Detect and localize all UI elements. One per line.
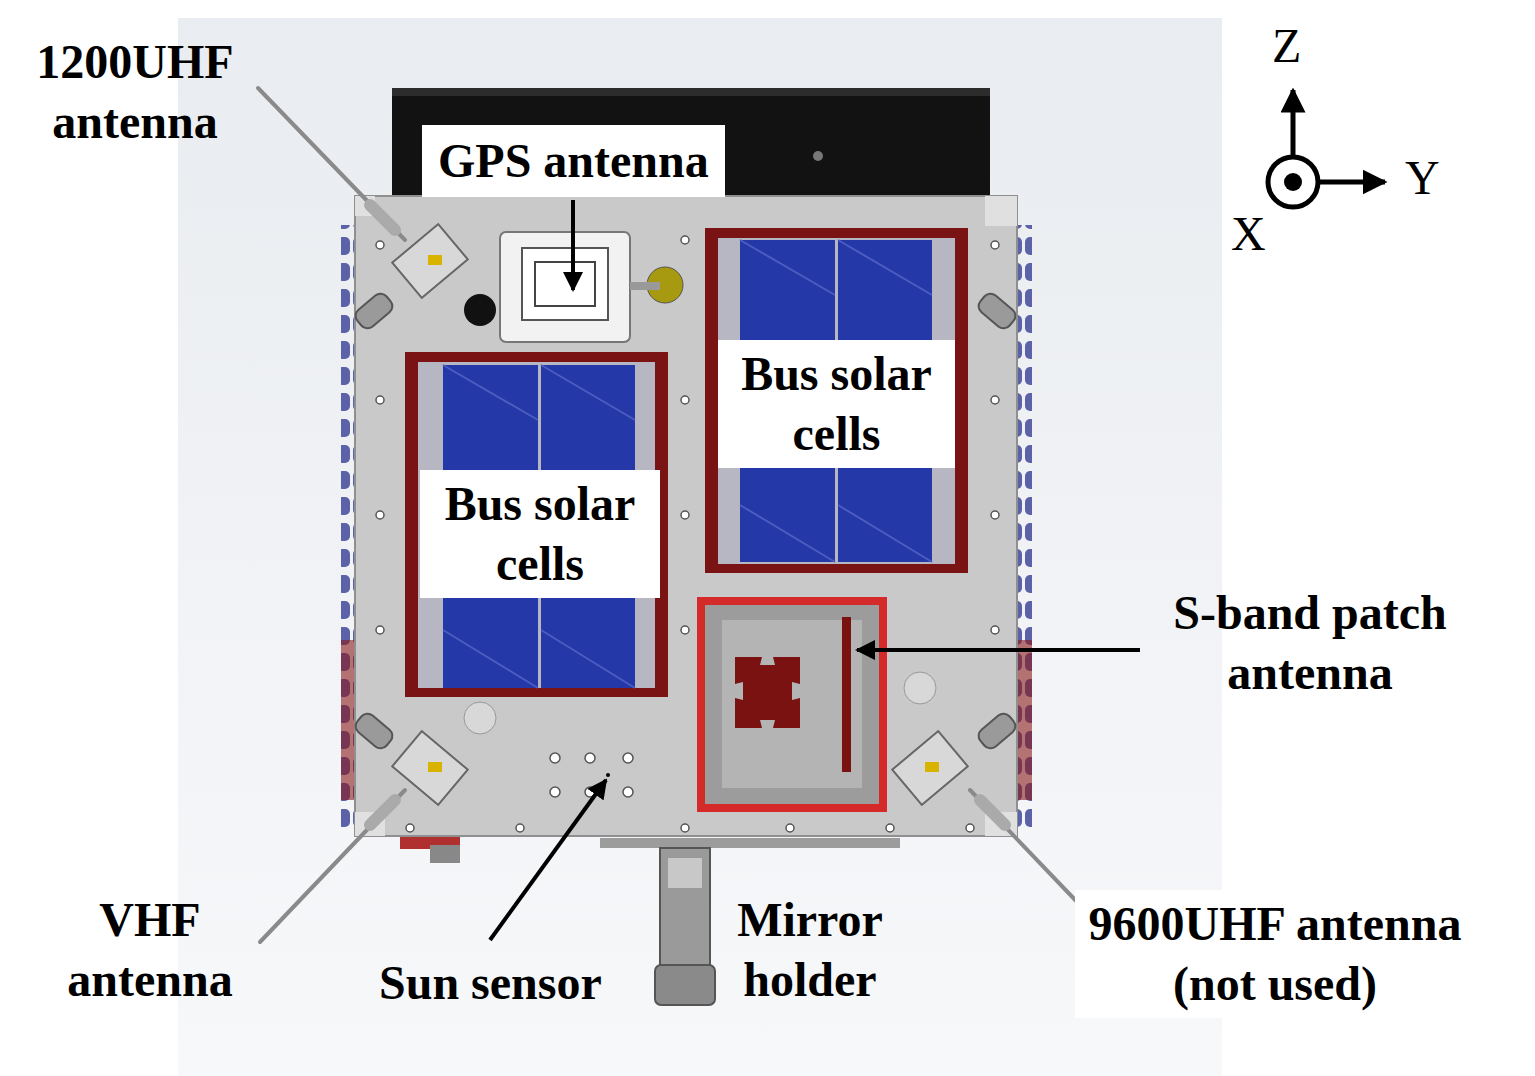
illustration-part [904,672,936,704]
illustration-part [585,753,595,763]
illustration-part [352,290,395,331]
illustration-part [258,88,405,240]
illustration-part [813,151,823,161]
illustration-part [516,824,524,832]
illustration-part [722,620,862,788]
illustration-part [1016,640,1032,800]
illustration-part [606,773,610,777]
illustration-part [370,800,395,825]
illustration-part [705,228,968,573]
illustration-part [464,294,496,326]
illustration-part [991,241,999,249]
illustration-part [623,753,633,763]
illustration-part [535,262,595,306]
mirror-holder-label: Mirror holder [700,890,920,1010]
illustration-part [464,702,496,734]
illustration-part [376,236,999,832]
illustration-part [886,824,894,832]
illustration-part [1284,173,1302,191]
illustration-part [392,88,990,200]
illustration-part [705,605,879,804]
illustration-part [975,290,1018,331]
illustration-part [697,597,887,812]
illustration-part [681,236,689,244]
antenna-label: 9600UHF antenna (not used) [1075,890,1475,1018]
illustration-part [376,396,384,404]
illustration-part [178,18,1222,1076]
illustration-part [260,790,405,942]
antenna-label: S-band patch antenna [1145,583,1475,703]
illustration-part [966,824,974,832]
illustration-part [352,710,395,751]
illustration-part [985,196,1017,226]
solar-cells-label: Bus solar cells [718,340,955,468]
illustration-part [392,224,968,805]
illustration-part [352,290,1018,751]
illustration-part [376,241,384,249]
illustration-part [490,780,606,940]
illustration-part [842,617,851,772]
illustration-part [655,965,715,1005]
illustration-part [991,396,999,404]
illustration-part [1291,90,1296,155]
solar-cells-label: Bus solar cells [420,470,660,598]
illustration-part [925,762,939,772]
illustration-part [376,511,384,519]
illustration-part [991,626,999,634]
illustration-part [681,396,689,404]
illustration-part [355,196,1017,836]
illustration-part [892,731,968,805]
axis-label: Z [1272,16,1301,76]
illustration-part [1320,180,1385,185]
illustration-part [1268,157,1318,207]
illustration-part [735,657,800,728]
illustration-part [623,787,633,797]
illustration-part [406,824,414,832]
illustration-part [428,762,442,772]
illustration-part [660,848,710,968]
illustration-part [392,88,990,96]
illustration-part [392,224,468,298]
antenna-label: VHF antenna [35,890,265,1010]
illustration-part [681,626,689,634]
illustration-part [376,626,384,634]
illustration-part [970,790,1080,905]
illustration-part [258,88,1080,942]
illustration-part [600,838,900,848]
illustration-part [681,824,689,832]
illustration-part [1268,90,1385,207]
gps-label: GPS antenna [422,125,725,197]
illustration-part [718,238,955,564]
antenna-label: 1200UHF antenna [10,32,260,152]
illustration-part [428,255,442,265]
illustration-part [681,511,689,519]
illustration-part [857,648,1140,652]
illustration-part [980,800,1005,825]
axis-label: Y [1405,148,1440,208]
illustration-part [991,511,999,519]
illustration-part [430,845,460,863]
illustration-part [405,352,668,697]
illustration-part [550,753,560,763]
illustration-part [1016,225,1032,835]
illustration-part [630,282,660,290]
illustration-part [571,200,575,290]
illustration-part [370,205,1005,825]
illustration-part [975,710,1018,751]
illustration-part [370,205,395,230]
illustration-part [550,787,560,797]
illustration-part [668,858,702,888]
illustration-part [500,232,630,342]
illustration-part [522,248,608,320]
illustration-part [786,824,794,832]
axis-label: X [1231,204,1266,264]
sensor-label: Sun sensor [379,953,602,1013]
